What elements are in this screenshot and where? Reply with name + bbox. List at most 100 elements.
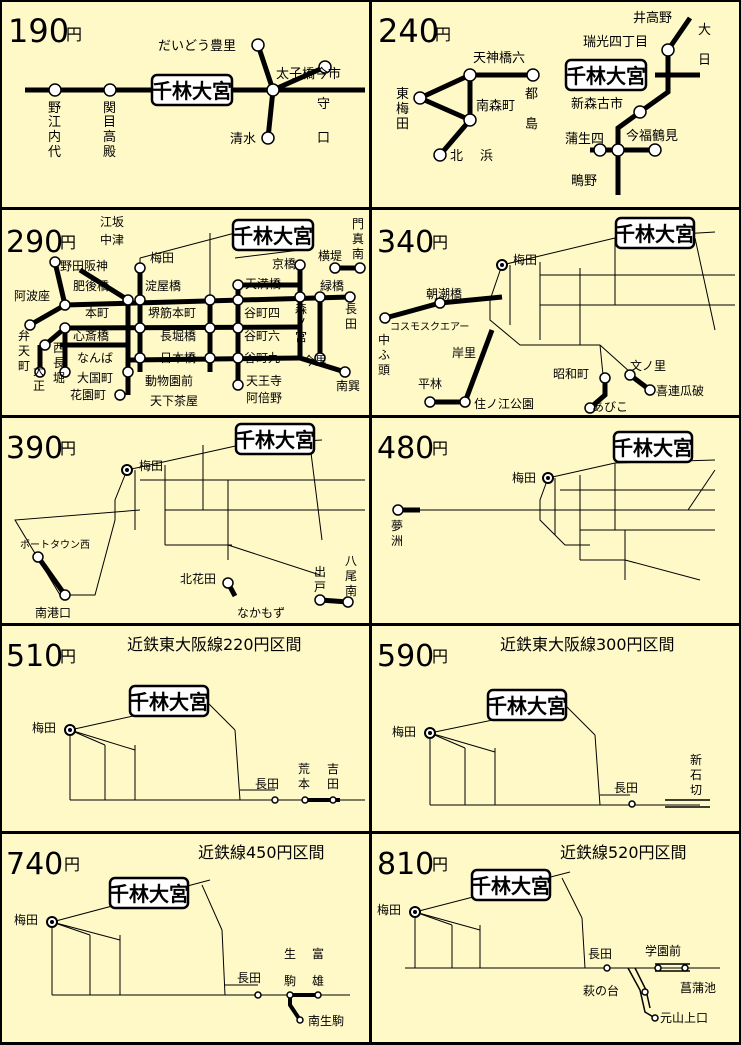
station-label: 野	[48, 101, 61, 116]
station-label: 口	[317, 131, 330, 146]
station-label: 肥後橋	[73, 279, 109, 293]
station-label: 正	[33, 379, 45, 393]
station-label: 鴫野	[571, 174, 597, 189]
station-label: 夢	[391, 519, 403, 533]
station-label: 堺筋本町	[148, 305, 196, 320]
station-label: 中	[378, 332, 390, 347]
station-label: 梅田	[377, 902, 401, 917]
station-label: 平林	[418, 377, 442, 391]
station-label: 堀	[53, 370, 65, 385]
fare-amount: 390	[6, 431, 63, 466]
station-label: 今里	[303, 353, 327, 368]
station-label: 朝潮橋	[426, 286, 462, 301]
station-label: 瑞光四丁目	[583, 35, 648, 50]
station-label: 緑橋	[320, 278, 344, 293]
station-label: 駒	[284, 974, 296, 988]
station-label: 西	[53, 341, 65, 355]
station-label: 本町	[85, 306, 109, 320]
station-label: 清水	[230, 132, 256, 147]
fare-unit: 円	[432, 647, 448, 666]
origin-station-label: 千林大宮	[615, 222, 695, 246]
fare-section-note: 近鉄東大阪線220円区間	[127, 635, 302, 654]
station-label: 目	[103, 115, 116, 130]
station-label: 荒	[298, 762, 310, 776]
fare-unit: 円	[432, 855, 448, 874]
fare-amount: 290	[6, 225, 63, 260]
fare-amount: 190	[8, 12, 69, 50]
station-label: 切	[690, 783, 702, 797]
fare-section-note: 近鉄線520円区間	[560, 843, 687, 862]
panel-480: 480 円 千林大宮 梅田 夢 洲	[372, 418, 739, 623]
fare-amount: 810	[377, 847, 434, 882]
station-label: 天下茶屋	[150, 393, 198, 408]
station-label: 太子橋今市	[276, 66, 341, 82]
station-label: 阿波座	[14, 288, 50, 303]
station-label: 天神橋六	[473, 51, 525, 66]
station-label: 石	[690, 768, 702, 782]
station-label: 昭和町	[553, 367, 589, 381]
station-label: 守	[317, 97, 330, 112]
station-label: 田	[345, 317, 357, 331]
station-label: 本	[298, 777, 310, 791]
station-label: 岸里	[452, 346, 476, 360]
station-label: 弁	[18, 328, 30, 343]
fare-section-note: 近鉄東大阪線300円区間	[500, 635, 675, 654]
station-label: 大	[698, 23, 711, 38]
station-label: ノ	[295, 316, 307, 330]
fare-amount: 340	[377, 225, 434, 260]
station-label: 天王寺	[246, 374, 282, 388]
station-label: 南	[345, 583, 357, 598]
station-label: 富	[312, 946, 324, 961]
station-label: 元山上口	[660, 1011, 708, 1025]
station-label: 心斎橋	[73, 328, 109, 343]
station-label: 江	[48, 115, 61, 130]
fare-amount: 590	[377, 639, 434, 674]
station-label: 大国町	[77, 371, 113, 385]
station-label: 文ノ里	[630, 358, 666, 373]
station-label: 関	[103, 101, 116, 116]
station-label: 日	[698, 53, 711, 68]
station-label: 菖蒲池	[680, 981, 716, 995]
station-label: 浜	[480, 149, 493, 164]
station-label: 町	[18, 359, 30, 373]
station-label: 南	[352, 246, 364, 261]
fare-amount: 510	[6, 639, 63, 674]
origin-station-label: 千林大宮	[613, 436, 693, 460]
origin-station-label: 千林大宮	[129, 690, 209, 714]
station-label: 北	[450, 149, 463, 164]
station-label: 森	[295, 301, 307, 316]
origin-station-label: 千林大宮	[233, 224, 313, 248]
origin-station-label: 千林大宮	[487, 694, 567, 718]
station-label: ふ	[378, 348, 390, 362]
panel-810: 810 円 近鉄線520円区間 千林大宮	[372, 834, 739, 1042]
station-label: だいどう豊里	[158, 39, 236, 54]
station-label: 南巽	[336, 378, 360, 393]
fare-unit: 円	[432, 439, 448, 458]
station-label: 天満橋	[245, 277, 281, 291]
fare-unit: 円	[60, 439, 76, 458]
station-label: 梅田	[512, 470, 536, 485]
origin-station-label: 千林大宮	[235, 428, 315, 452]
station-label: 日本橋	[160, 351, 196, 365]
panel-240: 240 円 千林大宮 井高野 大 日 瑞光四丁目 天神橋六	[372, 2, 739, 207]
station-label: なかもず	[237, 606, 285, 620]
station-label: 南生駒	[308, 1013, 344, 1028]
station-label: 内	[48, 129, 61, 145]
fare-unit: 円	[66, 25, 82, 44]
station-label: 梅田	[392, 724, 416, 739]
station-label: 淀屋橋	[145, 279, 181, 293]
station-label: 新	[690, 752, 702, 767]
origin-station-label: 千林大宮	[109, 882, 189, 906]
station-label: 雄	[312, 973, 324, 988]
station-label: 尾	[345, 569, 357, 583]
fare-amount: 240	[378, 12, 439, 50]
station-label: 長田	[255, 777, 279, 791]
station-label: 蒲生四	[565, 132, 604, 147]
station-label: 谷町四	[244, 306, 280, 320]
station-label: 梅田	[32, 720, 56, 735]
station-label: 梅	[396, 102, 409, 117]
station-label: 谷町六	[244, 329, 280, 343]
station-label: 長	[345, 302, 357, 316]
station-label: 代	[48, 145, 61, 160]
panel-290: 290 円	[2, 210, 369, 415]
